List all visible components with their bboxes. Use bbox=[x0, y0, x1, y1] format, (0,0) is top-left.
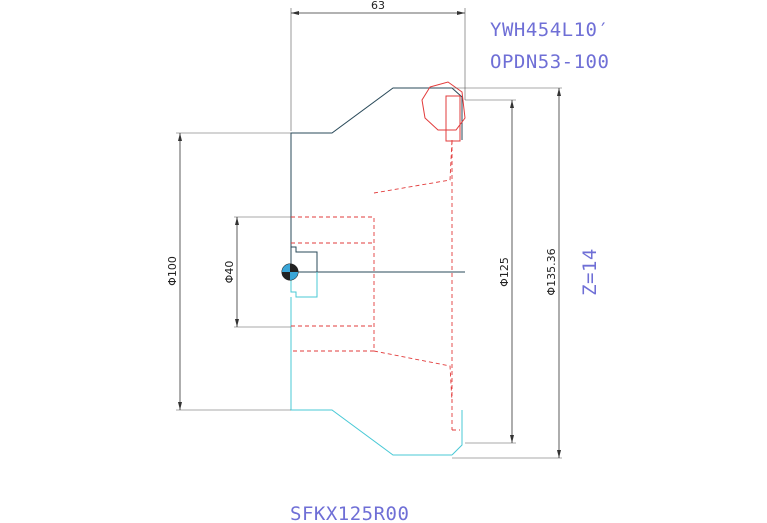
tooth-count-label: Z=14 bbox=[579, 248, 601, 296]
part-number-label: SFKX125R00 bbox=[290, 503, 409, 523]
lower-profile bbox=[290, 272, 463, 456]
dia-40-dimension: Φ40 bbox=[223, 216, 291, 328]
insert-code-label: YWH454L10′ bbox=[490, 19, 609, 41]
insert-code-label-2: OPDN53-100 bbox=[490, 51, 609, 73]
dia-125-label: Φ125 bbox=[498, 257, 511, 287]
dia-100-label: Φ100 bbox=[166, 256, 179, 286]
width-dimension-label: 63 bbox=[371, 0, 385, 12]
dia-40-label: Φ40 bbox=[223, 261, 236, 284]
dia-100-dimension: Φ100 bbox=[166, 132, 291, 411]
center-mark-icon bbox=[281, 263, 299, 281]
upper-profile bbox=[290, 87, 465, 273]
dia-125-dimension: Φ125 bbox=[465, 99, 516, 444]
insert-outline bbox=[421, 81, 466, 142]
width-dimension: 63 bbox=[290, 0, 466, 131]
dia-135-label: Φ135.36 bbox=[545, 248, 558, 295]
dia-135-dimension: Φ135.36 bbox=[452, 87, 562, 459]
hidden-lines bbox=[291, 139, 460, 431]
